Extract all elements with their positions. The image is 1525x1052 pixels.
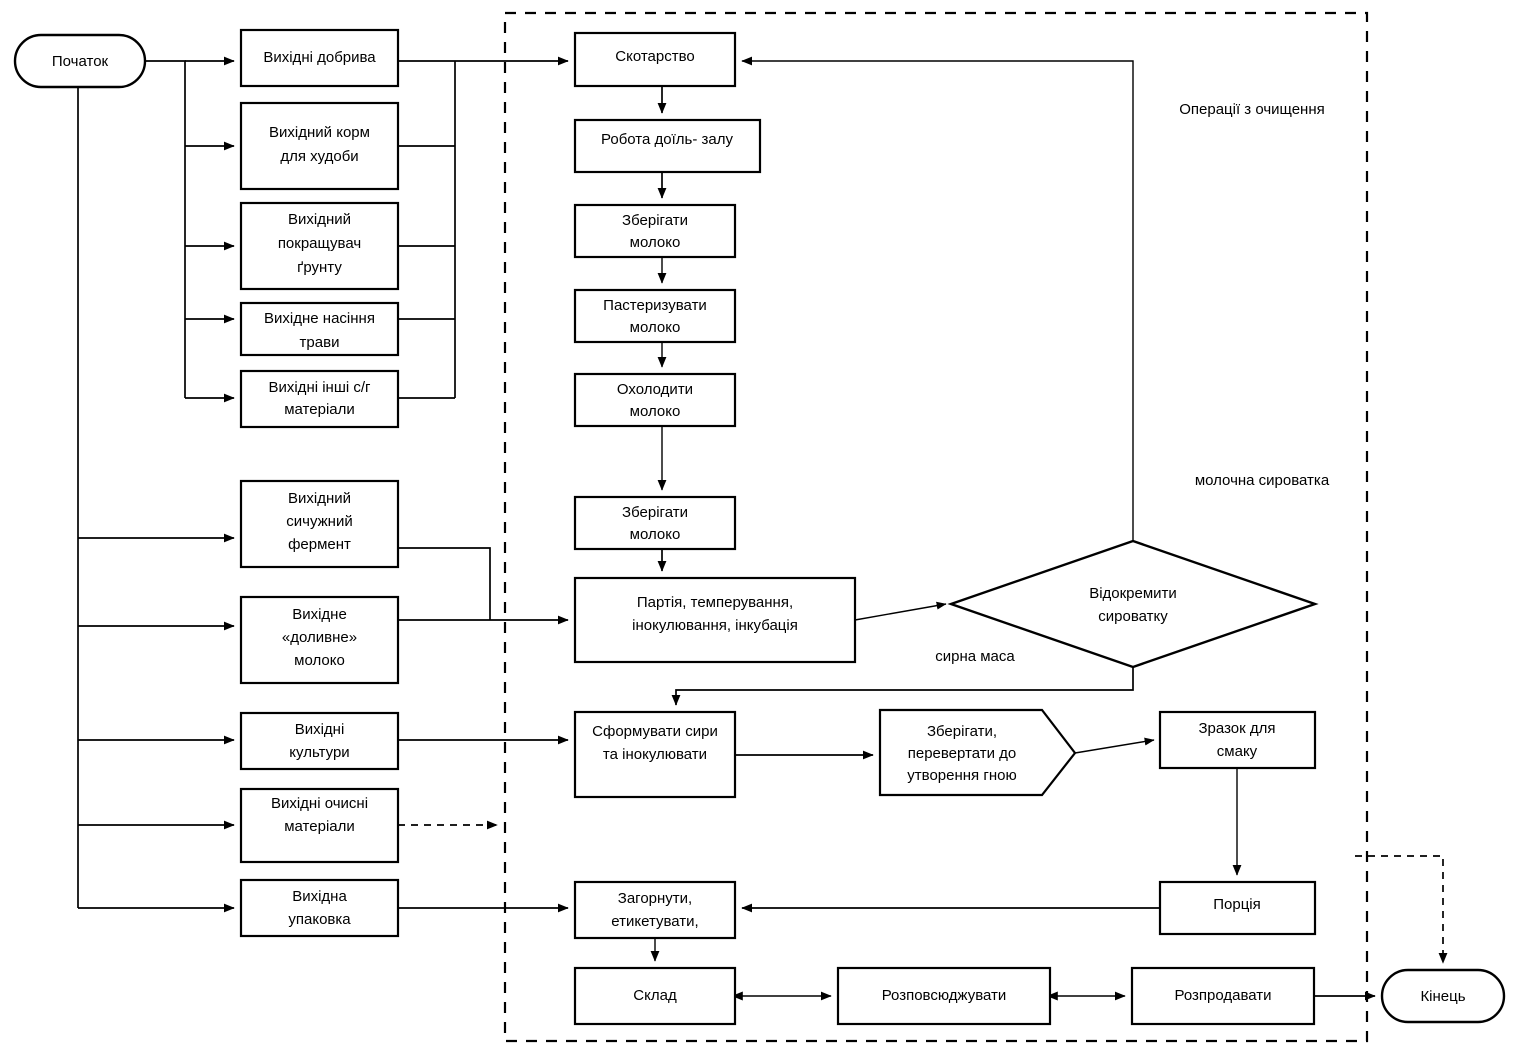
node-cool-milk-label-l1: Охолодити: [617, 381, 693, 398]
node-taste-sample-label-l2: смаку: [1217, 743, 1258, 760]
node-store-milk-1[interactable]: Зберігати молоко: [573, 203, 737, 259]
node-batch-label-l1: Партія, темперування,: [637, 594, 793, 611]
edge-store-turn-to-sample: [1074, 737, 1155, 754]
node-taste-sample[interactable]: Зразок для смаку: [1158, 710, 1317, 770]
label-curd-mass: сирна маса: [935, 648, 1015, 665]
node-store-milk-2[interactable]: Зберігати молоко: [573, 495, 737, 551]
node-batch-label-l2: інокулювання, інкубація: [632, 617, 798, 634]
node-warehouse-label: Склад: [633, 987, 677, 1004]
node-in-cultures[interactable]: Вихідні культури: [239, 711, 400, 771]
node-warehouse[interactable]: Склад: [573, 966, 737, 1026]
edge-batch-to-separate: [854, 601, 947, 621]
node-mould-label-l2: та інокулювати: [603, 746, 707, 763]
node-in-feed-label-l1: Вихідний корм: [269, 124, 370, 141]
node-in-fertilizer[interactable]: Вихідні добрива: [239, 28, 400, 88]
node-separate-whey[interactable]: Відокремити сироватку: [947, 539, 1319, 669]
node-in-cultures-label-l2: культури: [289, 744, 349, 761]
node-in-seed-label-l2: трави: [300, 334, 340, 351]
node-store-milk-2-label-l2: молоко: [630, 526, 681, 543]
node-livestock-label: Скотарство: [615, 48, 694, 65]
process-boundary: [503, 11, 1369, 1043]
node-wrap-label-l2: етикетувати,: [611, 913, 698, 930]
node-in-rennet-label-l3: фермент: [288, 536, 351, 553]
node-in-seed-label-l1: Вихідне насіння: [264, 310, 375, 327]
node-pasteurise-label-l1: Пастеризувати: [603, 297, 707, 314]
node-store-turn-label-l3: утворення гною: [907, 767, 1016, 784]
node-mould-inoculate[interactable]: Сформувати сири та інокулювати: [573, 710, 737, 799]
node-mould-label-l1: Сформувати сири: [592, 723, 718, 740]
node-portion-label: Порція: [1213, 896, 1261, 913]
node-distribute-label: Розповсюджувати: [882, 987, 1007, 1004]
node-in-cultures-label-l1: Вихідні: [295, 721, 345, 738]
node-in-packaging-label-l1: Вихідна: [292, 888, 347, 905]
node-store-turn-label-l2: перевертати до: [908, 745, 1017, 762]
edge-supplies-to-livestock: [398, 56, 569, 399]
node-in-topup-label-l3: молоко: [294, 652, 345, 669]
node-in-feed[interactable]: Вихідний корм для худоби: [239, 101, 400, 191]
node-in-cleaning[interactable]: Вихідні очисні матеріали: [239, 787, 400, 864]
node-store-turn[interactable]: Зберігати, перевертати до утворення гною: [878, 708, 1077, 797]
node-distribute[interactable]: Розповсюджувати: [836, 966, 1052, 1026]
node-in-soil-label-l2: покращувач: [278, 235, 361, 252]
node-sell-off[interactable]: Розпродавати: [1130, 966, 1316, 1026]
node-in-seed[interactable]: Вихідне насіння трави: [239, 301, 400, 357]
label-whey: молочна сироватка: [1195, 472, 1330, 489]
node-in-rennet-label-l2: сичужний: [286, 513, 352, 530]
node-milking-parlour[interactable]: Робота доїль- залу: [573, 118, 762, 174]
node-in-rennet[interactable]: Вихідний сичужний фермент: [239, 479, 400, 569]
node-in-topup-milk[interactable]: Вихідне «доливне» молоко: [239, 595, 400, 685]
node-end-label: Кінець: [1420, 988, 1465, 1005]
edge-whey-return-livestock: [741, 56, 1134, 541]
node-start[interactable]: Початок: [13, 33, 147, 89]
node-in-other[interactable]: Вихідні інші с/г матеріали: [239, 369, 400, 429]
node-wrap-label[interactable]: Загорнути, етикетувати,: [573, 880, 737, 940]
node-in-packaging[interactable]: Вихідна упаковка: [239, 878, 400, 938]
node-taste-sample-label-l1: Зразок для: [1199, 720, 1276, 737]
node-store-milk-2-label-l1: Зберігати: [622, 504, 688, 521]
node-pasteurise-label-l2: молоко: [630, 319, 681, 336]
node-livestock[interactable]: Скотарство: [573, 31, 737, 88]
edge-rennet-topup-to-batch: [398, 547, 569, 625]
node-in-topup-label-l2: «доливне»: [282, 629, 357, 646]
node-in-other-label-l2: матеріали: [284, 401, 355, 418]
node-wrap-label-l1: Загорнути,: [618, 890, 692, 907]
node-in-soil[interactable]: Вихідний покращувач ґрунту: [239, 201, 400, 291]
node-end[interactable]: Кінець: [1380, 968, 1506, 1024]
node-in-soil-label-l3: ґрунту: [297, 259, 342, 276]
node-cool-milk-label-l2: молоко: [630, 403, 681, 420]
node-in-feed-label-l2: для худоби: [280, 148, 358, 165]
node-cool-milk[interactable]: Охолодити молоко: [573, 372, 737, 428]
node-batch[interactable]: Партія, темперування, інокулювання, інку…: [573, 576, 857, 664]
node-separate-whey-label-l2: сироватку: [1098, 608, 1168, 625]
node-store-turn-label-l1: Зберігати,: [927, 723, 997, 740]
node-start-label: Початок: [52, 53, 109, 70]
node-store-milk-1-label-l1: Зберігати: [622, 212, 688, 229]
node-in-rennet-label-l1: Вихідний: [288, 490, 351, 507]
edge-boundary-dashed-to-end: [1355, 855, 1448, 964]
node-in-cleaning-label-l1: Вихідні очисні: [271, 795, 368, 812]
node-store-milk-1-label-l2: молоко: [630, 234, 681, 251]
node-separate-whey-label-l1: Відокремити: [1089, 585, 1177, 602]
node-in-other-label-l1: Вихідні інші с/г: [268, 379, 371, 396]
label-cleaning-ops: Операції з очищення: [1179, 101, 1325, 118]
node-sell-off-label: Розпродавати: [1174, 987, 1271, 1004]
node-in-cleaning-label-l2: матеріали: [284, 818, 355, 835]
node-milking-parlour-label: Робота доїль- залу: [601, 131, 733, 148]
node-portion[interactable]: Порція: [1158, 880, 1317, 936]
node-in-fertilizer-label: Вихідні добрива: [263, 49, 376, 66]
node-in-packaging-label-l2: упаковка: [288, 911, 351, 928]
node-in-soil-label-l1: Вихідний: [288, 211, 351, 228]
edge-start-to-fanout: [145, 60, 186, 398]
node-pasteurise[interactable]: Пастеризувати молоко: [573, 288, 737, 344]
node-in-topup-label-l1: Вихідне: [292, 606, 347, 623]
edge-curd-to-mould: [671, 667, 1134, 706]
